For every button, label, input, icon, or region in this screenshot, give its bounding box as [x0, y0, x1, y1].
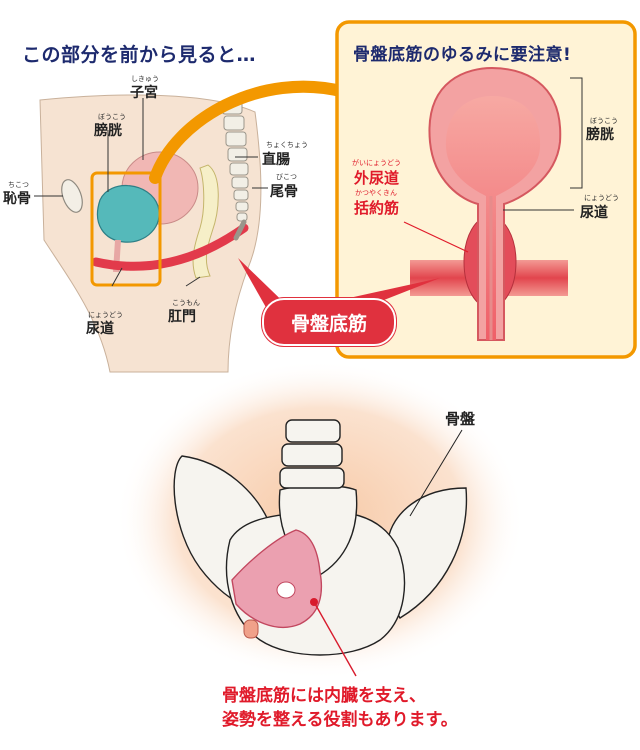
front-bladder-inner [445, 96, 541, 340]
caption-line-1: 骨盤底筋には内臓を支え、 [222, 686, 426, 706]
bladder-label: 膀胱 [94, 123, 122, 139]
pubic-bone [61, 179, 83, 213]
front-view-diagram [335, 20, 637, 359]
urethra-ruby: にょうどう [88, 311, 123, 319]
front-bladder-label: 膀胱 [586, 127, 614, 143]
badge-label: 骨盤底筋 [290, 312, 367, 335]
sphincter-label-1: 外尿道 [354, 169, 400, 187]
bladder-ruby: ぼうこう [98, 113, 126, 121]
sphincter-ruby-2: かつやくきん [355, 189, 397, 197]
coccyx-label: 尾骨 [270, 184, 298, 200]
pubis-ruby: ちこつ [8, 181, 29, 189]
pelvis-label: 骨盤 [445, 410, 476, 428]
bladder [96, 185, 160, 243]
heading-left: この部分を前から見ると… [22, 44, 257, 66]
rectum-label: 直腸 [262, 152, 290, 168]
front-urethra-label: 尿道 [580, 205, 608, 221]
pelvis-illustration [115, 360, 525, 680]
coccyx [233, 219, 247, 241]
heading-right: 骨盤底筋のゆるみに要注意! [353, 45, 572, 65]
side-view-diagram [34, 94, 268, 373]
muscle-opening [276, 581, 296, 599]
sphincter-label-2: 括約筋 [354, 199, 400, 217]
pelvic-floor-muscle [91, 223, 249, 271]
uterus-label: 子宮 [130, 85, 158, 101]
pelvic-floor-muscle-front [231, 529, 323, 629]
anus-ruby: こうもん [172, 299, 200, 307]
front-urethra-ruby: にょうどう [584, 194, 619, 202]
uterus-ruby: しきゅう [131, 75, 159, 83]
urethra-label: 尿道 [86, 321, 114, 337]
coccyx-ruby: びこつ [276, 173, 297, 181]
pelvic-floor-badge: 骨盤底筋 [262, 298, 396, 346]
anus-label: 肛門 [168, 309, 196, 325]
zoom-arrow [149, 80, 351, 184]
rectum-ruby: ちょくちょう [266, 141, 308, 149]
lumbar-vertebrae [279, 419, 345, 489]
zoom-box [90, 171, 162, 287]
caption-line-2: 姿勢を整える役割もあります。 [222, 710, 458, 730]
front-bladder-ruby: ぼうこう [590, 117, 618, 125]
badge-pointer [340, 278, 440, 300]
sphincter-ruby-1: がいにょうどう [352, 159, 401, 167]
pubis-label: 恥骨 [3, 191, 31, 207]
pubic-symphysis [243, 619, 259, 639]
